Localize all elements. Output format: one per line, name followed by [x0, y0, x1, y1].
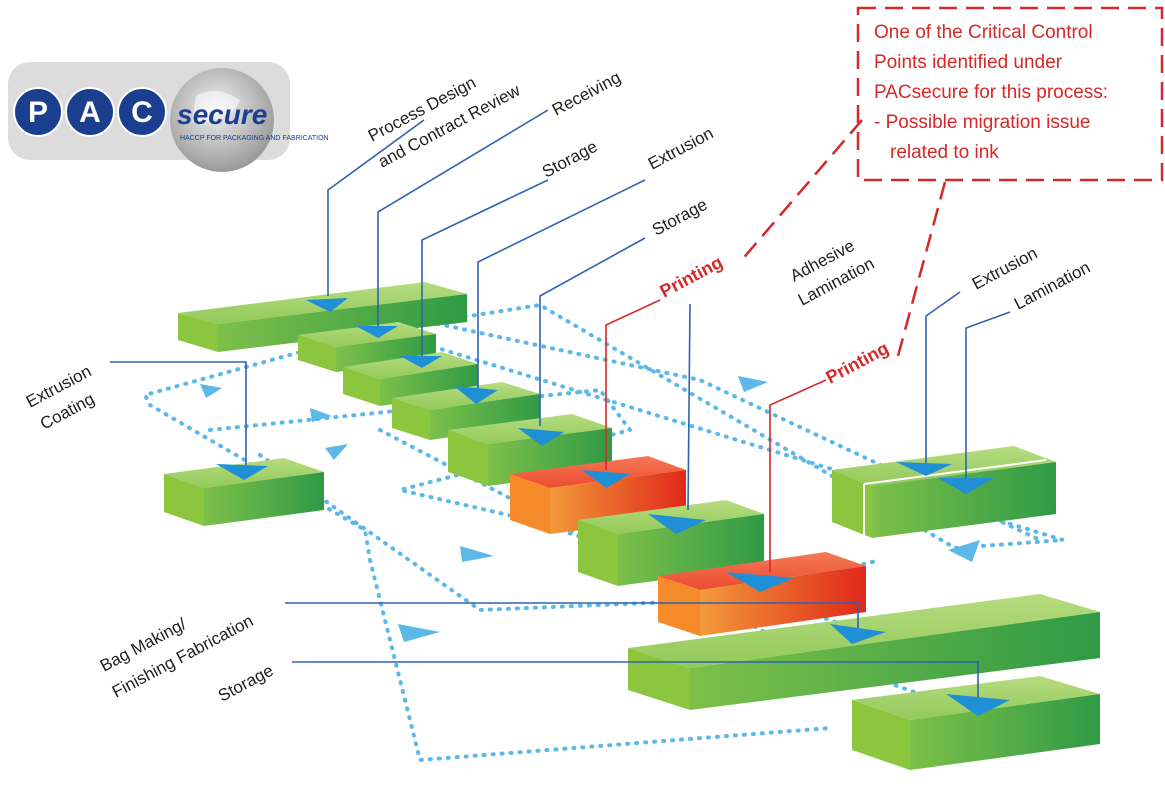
label-printing-2: Printing	[822, 338, 891, 388]
leader-lines	[110, 109, 1011, 700]
flow-arrow-icon	[325, 444, 348, 460]
logo-letters: P A C	[13, 87, 167, 137]
block-extrusion-lamination	[832, 446, 1056, 538]
arrow-bag-making-icon	[830, 624, 886, 644]
arrow-storage-1-icon	[400, 356, 442, 368]
callout-line-1: One of the Critical Control	[874, 22, 1093, 43]
flow-arrows	[200, 376, 980, 642]
flow-arrow-icon	[738, 376, 768, 392]
logo-word: secure	[177, 99, 267, 130]
logo-tagline: HACCP FOR PACKAGING AND FABRICATION	[180, 135, 329, 142]
arrow-lamination-icon	[938, 478, 994, 494]
flow-arrow-icon	[948, 540, 980, 562]
label-extrusion-1: Extrusion	[645, 123, 716, 173]
label-receiving: Receiving	[549, 68, 624, 120]
label-storage-1: Storage	[539, 137, 600, 182]
arrow-adhesive-icon	[648, 514, 706, 534]
callout-pointer-1	[739, 119, 863, 263]
arrow-process-design-icon	[306, 298, 348, 312]
callout-line-5: related to ink	[890, 142, 999, 163]
callout-pointer-2	[896, 181, 947, 357]
globe-icon	[170, 68, 274, 172]
callout-line-3: PACsecure for this process:	[874, 82, 1108, 103]
arrow-extrusion-icon	[454, 386, 498, 404]
block-printing-2	[658, 552, 866, 636]
block-extrusion	[392, 382, 540, 440]
flow-arrow-icon	[398, 624, 440, 642]
critical-control-callout: One of the Critical Control Points ident…	[739, 6, 1164, 357]
logo-letter-c: C	[131, 96, 153, 129]
leader-arrows	[216, 298, 1010, 716]
logo-letter-p: P	[28, 96, 48, 129]
arrow-extrusion-2-icon	[896, 462, 952, 476]
arrow-printing-2-icon	[726, 572, 794, 592]
block-storage-3	[852, 676, 1100, 770]
label-storage-3: Storage	[215, 661, 276, 706]
label-storage-2: Storage	[649, 195, 710, 240]
callout-line-4: - Possible migration issue	[874, 112, 1090, 133]
arrow-extrusion-coating-icon	[216, 464, 268, 480]
arrow-storage-2-icon	[518, 428, 564, 446]
logo-letter-a: A	[79, 96, 101, 129]
flow-arrow-icon	[310, 408, 332, 422]
callout-line-2: Points identified under	[874, 52, 1063, 73]
arrow-receiving-icon	[356, 326, 398, 338]
arrow-storage-3-icon	[946, 694, 1010, 716]
flow-arrow-icon	[460, 546, 494, 562]
arrow-printing-1-icon	[582, 470, 630, 488]
flow-arrow-icon	[200, 384, 222, 398]
label-printing-1: Printing	[656, 252, 725, 302]
pacsecure-logo: P A C secure HACCP FOR PACKAGING AND FAB…	[8, 62, 329, 172]
callout-border	[856, 6, 1164, 182]
